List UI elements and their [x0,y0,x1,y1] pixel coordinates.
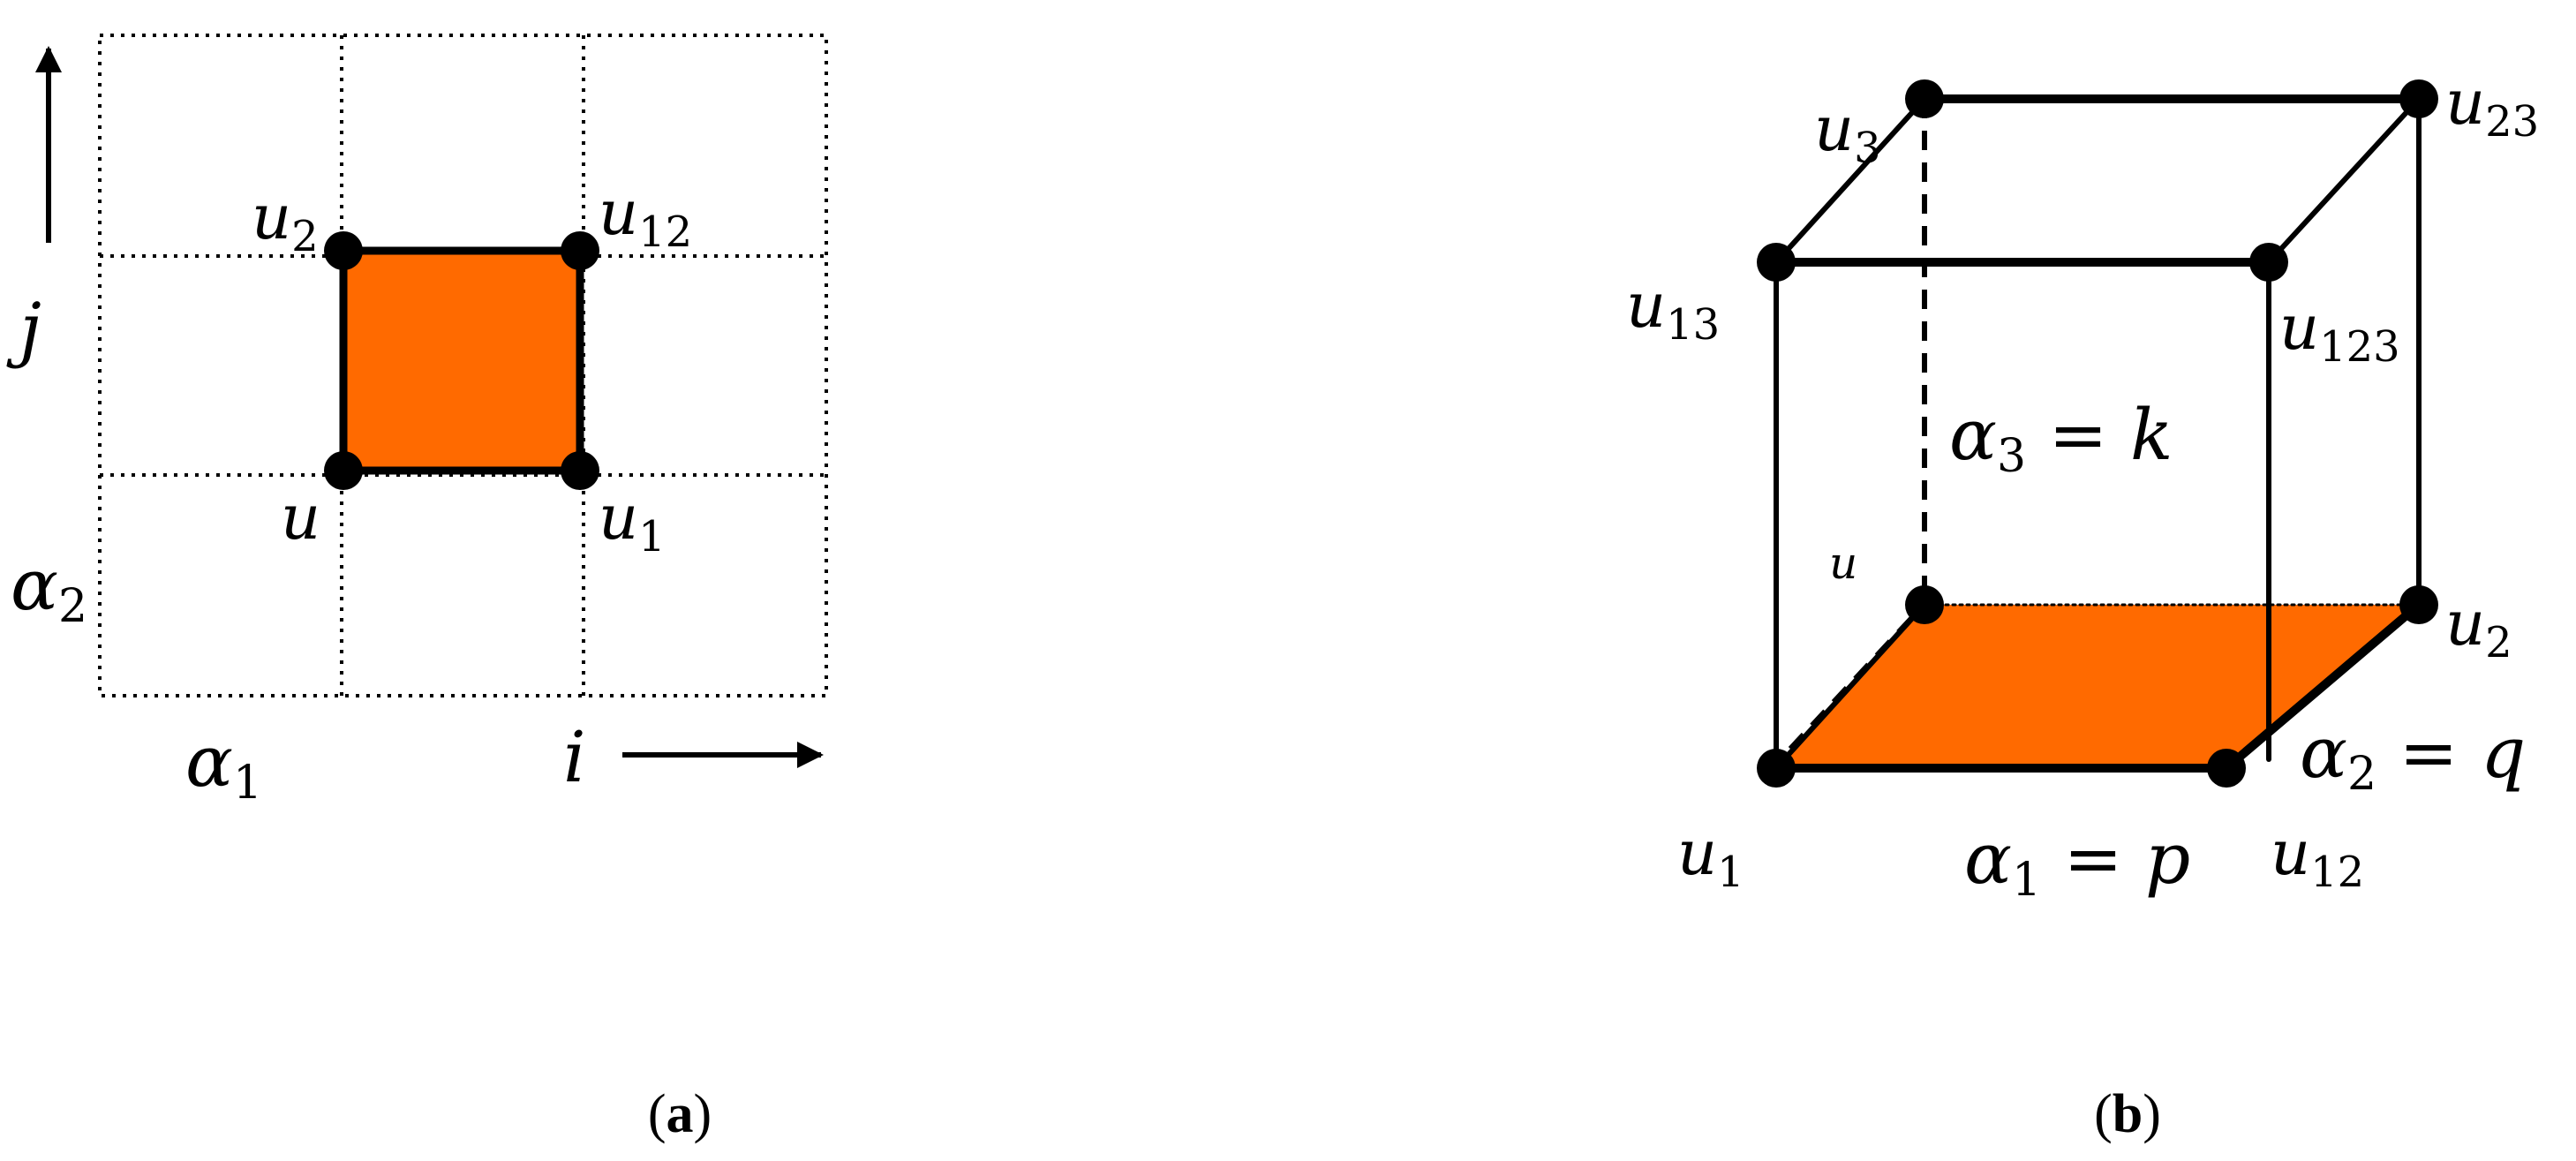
label-b-u13: u13 [1626,269,1720,350]
label-a-j: j [6,288,41,370]
label-b-u1: u1 [1677,817,1744,897]
label-a-u1: u1 [599,481,666,562]
bottom-face [1776,605,2419,768]
vertex-u12 [561,231,599,270]
edge-top-left [1774,96,1927,265]
label-a-i: i [563,716,586,798]
label-b-alpha1: α1 = p [1964,818,2190,907]
label-a-alpha1: α1 [185,720,262,810]
panel-b: u3 u23 u13 u123 u u2 u1 u12 α3 = k α2 = … [1626,66,2539,1144]
vertex-u23 [2399,79,2438,118]
lattice-border [98,34,828,697]
edge-bottom-right [2222,600,2423,773]
elementary-quad [339,246,584,475]
label-a-u2: u2 [252,181,319,261]
caption-a: (a) [648,1084,712,1144]
label-b-u12: u12 [2271,817,2364,897]
caption-b: (b) [2094,1084,2161,1144]
panel-a: u2 u12 u u1 α2 α1 j i (a) [6,34,828,1144]
label-b-u3: u3 [1814,93,1881,173]
edge-top-right [2266,96,2422,265]
vertex-u1 [561,451,599,490]
edge-bottom-left [1774,602,1927,771]
vertex-u13 [1757,243,1796,282]
vertex-u-b [1905,585,1944,624]
vertex-u2 [324,231,363,270]
label-b-u: u [1829,538,1857,589]
label-a-alpha2: α2 [11,544,87,633]
vertex-u [324,451,363,490]
hidden-edges [1788,99,1927,751]
vertex-u2-b [2399,585,2438,624]
label-b-alpha2: α2 = q [2300,712,2526,801]
label-b-u2: u2 [2445,587,2512,667]
label-a-u12: u12 [599,177,692,257]
vertex-u12-b [2207,749,2246,788]
vertex-u123 [2249,243,2288,282]
vertex-u3 [1905,79,1944,118]
cube-edges [1772,94,2423,773]
label-b-alpha3: α3 = k [1949,394,2173,483]
label-b-u123: u123 [2279,291,2400,372]
label-a-u: u [281,481,320,554]
label-b-u23: u23 [2445,66,2539,147]
vertex-u1-b [1757,749,1796,788]
